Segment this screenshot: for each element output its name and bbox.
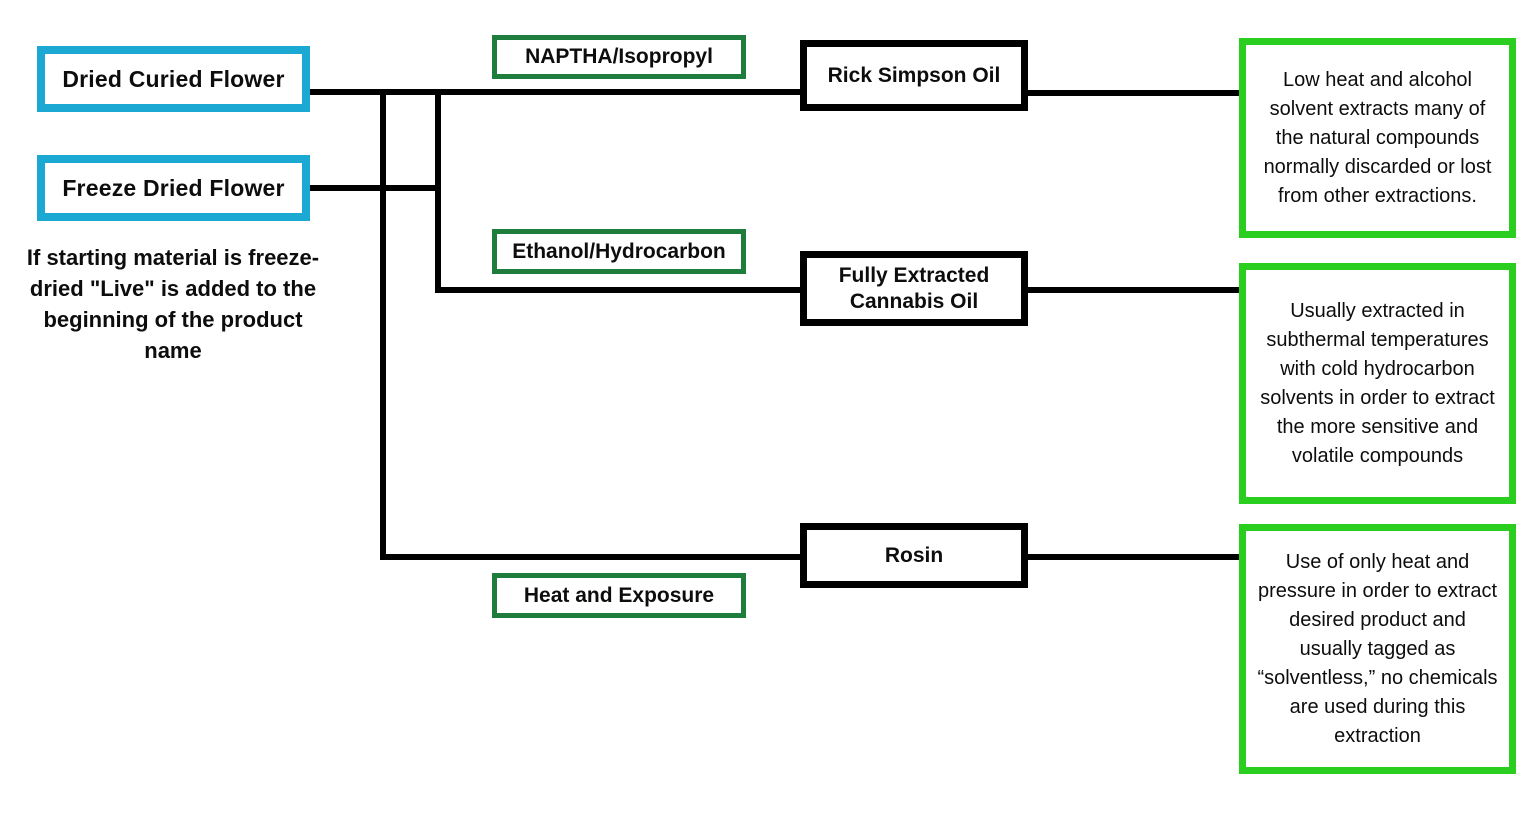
method-box-naptha-isopropyl: NAPTHA/Isopropyl: [492, 35, 746, 79]
product-box-rick-simpson-oil: Rick Simpson Oil: [800, 40, 1028, 111]
method-label: Heat and Exposure: [523, 583, 715, 607]
edge-rosin-to-desc: [1028, 554, 1240, 560]
product-label: Rosin: [884, 543, 944, 567]
description-box-rso: Low heat and alcohol solvent extracts ma…: [1239, 38, 1516, 238]
edge-vertical-rosin-drop: [380, 89, 386, 560]
description-text: Use of only heat and pressure in order t…: [1257, 550, 1498, 747]
description-box-rosin: Use of only heat and pressure in order t…: [1239, 524, 1516, 774]
source-label: Freeze Dried Flower: [62, 174, 285, 201]
source-label: Dried Curied Flower: [62, 65, 285, 92]
edge-to-feco: [435, 287, 802, 293]
method-box-ethanol-hydrocarbon: Ethanol/Hydrocarbon: [492, 229, 746, 274]
method-label: NAPTHA/Isopropyl: [525, 45, 713, 68]
source-box-freeze-dried-flower: Freeze Dried Flower: [37, 155, 310, 221]
edge-feco-to-desc: [1028, 287, 1240, 293]
method-label: Ethanol/Hydrocarbon: [512, 239, 726, 263]
edge-freeze-branch: [310, 185, 441, 191]
description-text: Low heat and alcohol solvent extracts ma…: [1263, 68, 1492, 207]
method-box-heat-and-exposure: Heat and Exposure: [492, 573, 746, 618]
freeze-dried-note: If starting material is freeze-dried "Li…: [22, 242, 324, 366]
description-text: Usually extracted in subthermal temperat…: [1260, 299, 1495, 467]
edge-to-rosin: [380, 554, 802, 560]
source-box-dried-cured-flower: Dried Curied Flower: [37, 46, 310, 112]
product-label: Fully Extracted Cannabis Oil: [838, 263, 990, 313]
product-box-rosin: Rosin: [800, 523, 1028, 588]
note-text: If starting material is freeze-dried "Li…: [26, 245, 320, 363]
edge-dried-to-rso: [310, 89, 802, 95]
product-label: Rick Simpson Oil: [827, 63, 1001, 87]
product-box-fully-extracted-cannabis-oil: Fully Extracted Cannabis Oil: [800, 251, 1028, 326]
description-box-feco: Usually extracted in subthermal temperat…: [1239, 263, 1516, 504]
edge-vertical-feco-drop: [435, 89, 441, 293]
edge-rso-to-desc: [1028, 90, 1240, 96]
